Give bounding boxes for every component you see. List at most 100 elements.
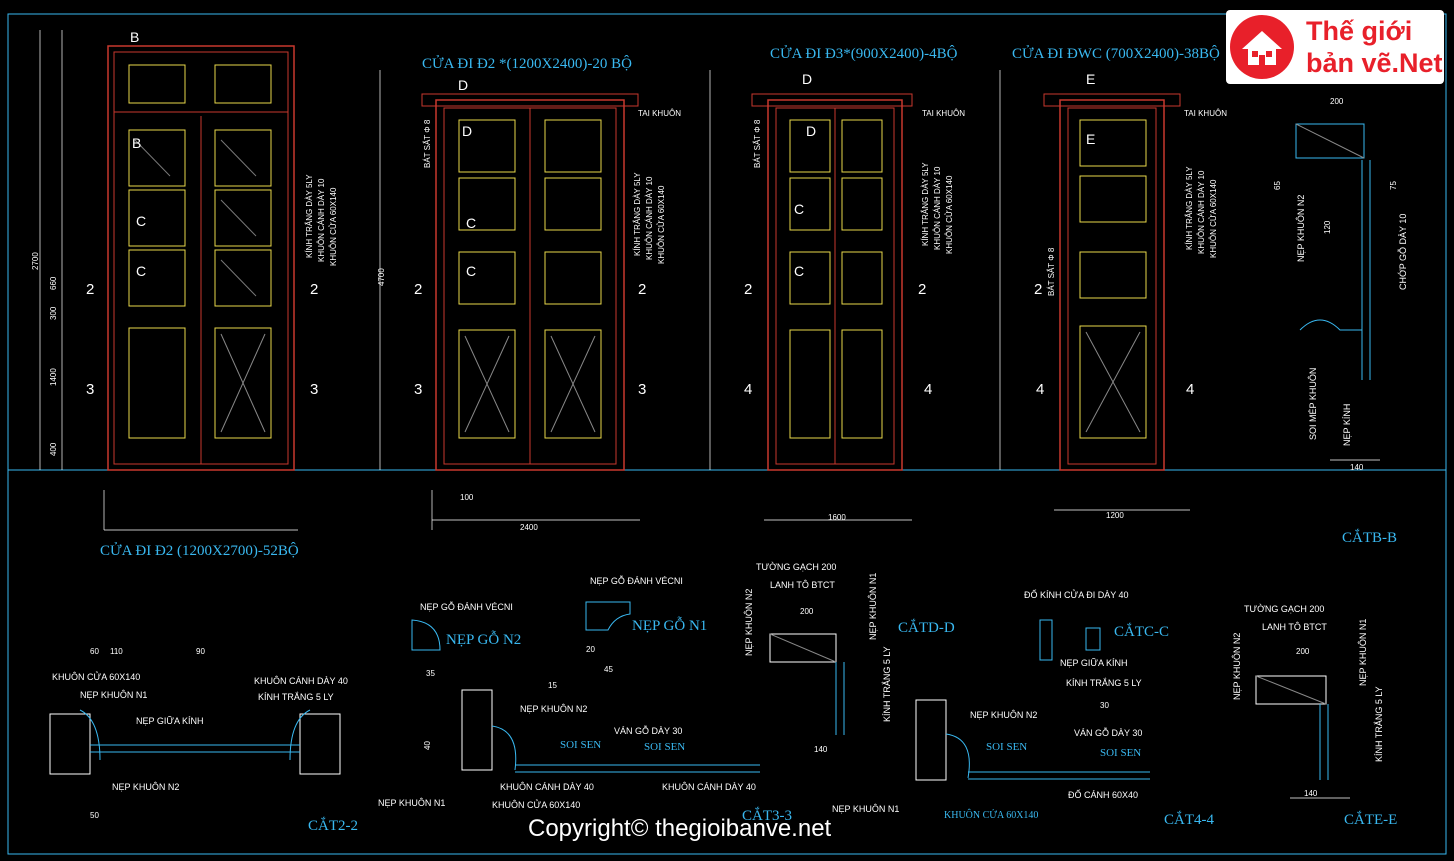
label-do-kinh: ĐỐ KÍNH CỬA ĐI DÀY 40: [1024, 589, 1129, 600]
label-soi-sen: SOI SEN: [1100, 747, 1141, 759]
label-nep-giua-kinh: NẸP GIỮA KÍNH: [1060, 658, 1128, 668]
callout-khuon-cua: KHUÔN CỬA 60X140: [329, 187, 338, 266]
door-tag: C: [466, 215, 476, 231]
label-khuon-cua: KHUÔN CỬA 60X140: [52, 671, 140, 682]
door-d2-2700: [39, 30, 298, 531]
label-khuon-mn: KHUÔN CỬA 60X140: [944, 809, 1038, 821]
door-tag: B: [130, 29, 139, 45]
callout-bat-sat: BÁT SẮT Φ 8: [753, 119, 762, 168]
dim-20: 20: [586, 645, 595, 654]
label-chop-go: CHỚP GỖ DÀY 10: [1397, 214, 1408, 290]
door-tag: C: [466, 263, 476, 279]
door-tag: C: [136, 213, 146, 229]
section-mark: 4: [1036, 381, 1044, 398]
door-tag: D: [462, 123, 472, 139]
label-nep-khuon-n2: NẸP KHUÔN N2: [1232, 633, 1242, 700]
label-cat-33: CẮT3-3: [742, 807, 792, 824]
label-van-go: VÁN GỖ DÀY 30: [614, 725, 682, 736]
label-kinh-trang: KÍNH TRẮNG 5 LY: [1066, 678, 1142, 688]
callout-khuon-canh: KHUÔN CÁNH DÀY 10: [1197, 170, 1206, 254]
title-d2-2400: CỬA ĐI Đ2 *(1200X2400)-20 BỘ: [422, 55, 632, 72]
label-van-go: VÁN GỖ DÀY 30: [1074, 727, 1142, 738]
label-nep-khuon-n1: NẸP KHUÔN N1: [378, 798, 445, 808]
callout-khuon-canh: KHUÔN CÁNH DÀY 10: [317, 178, 326, 262]
section-44: [915, 699, 1150, 781]
dim-200: 200: [800, 607, 814, 616]
callout-bat-sat: BÁT SẮT Φ 8: [1047, 247, 1056, 296]
label-khuon-canh: KHUÔN CÁNH DÀY 40: [254, 676, 348, 686]
logo-text: Thế giới: [1306, 16, 1413, 46]
door-tag: C: [794, 263, 804, 279]
door-tag: D: [458, 77, 468, 93]
section-mark: 4: [744, 381, 752, 398]
dim-30: 30: [1100, 701, 1109, 710]
label-nep-go-n1: NẸP GỖ N1: [632, 616, 707, 634]
label-cat-44: CẮT4-4: [1164, 811, 1214, 828]
section-mark: 2: [414, 281, 422, 298]
callout-khuon-cua: KHUÔN CỬA 60X140: [1209, 179, 1218, 258]
callout-khuon-canh: KHUÔN CÁNH DÀY 10: [645, 176, 654, 260]
label-soi-sen: SOI SEN: [560, 739, 601, 751]
label-nep-khuon-n1: NẸP KHUÔN N1: [832, 804, 899, 814]
door-tag: E: [1086, 71, 1095, 87]
dim-200: 200: [1296, 647, 1310, 656]
callout-kinh-trang: KÍNH TRẮNG DÀY 5LY: [921, 162, 930, 246]
door-d2-2400: [379, 70, 640, 530]
section-bb: [1295, 123, 1380, 461]
door-tag: D: [806, 123, 816, 139]
callout-kinh-trang: KÍNH TRẮNG DÀY 5LY: [305, 174, 314, 258]
section-mark: 2: [1034, 281, 1042, 298]
dim-400: 400: [49, 442, 58, 456]
label-soi-mep-khuon: SOI MÉP KHUÔN: [1308, 368, 1318, 440]
label-nep-khuon-n1: NẸP KHUÔN N1: [80, 690, 147, 700]
dim-660: 660: [49, 276, 58, 290]
section-mark: 3: [310, 381, 318, 398]
dim-200: 200: [1330, 97, 1344, 106]
label-nep-go-vecni: NẸP GỖ ĐÁNH VÉCNI: [590, 575, 683, 586]
door-tag: C: [794, 201, 804, 217]
dim-110: 110: [110, 647, 123, 656]
callout-tai-khuon: TAI KHUÔN: [1184, 109, 1227, 118]
callout-khuon-canh: KHUÔN CÁNH DÀY 10: [933, 166, 942, 250]
dim-140: 140: [1304, 789, 1318, 798]
nep-go-profiles: [411, 601, 631, 651]
label-nep-khuon-n2: NẸP KHUÔN N2: [744, 589, 754, 656]
dim-60: 60: [90, 647, 99, 656]
label-do-canh: ĐỐ CÁNH 60X40: [1068, 789, 1138, 800]
section-dd: [769, 633, 845, 735]
site-logo[interactable]: Thế giới bản vẽ.Net: [1226, 10, 1444, 84]
title-d3: CỬA ĐI Đ3*(900X2400)-4BỘ: [770, 45, 958, 62]
label-tuong-gach: TƯỜNG GẠCH 200: [756, 562, 836, 572]
section-mark: 2: [918, 281, 926, 298]
label-nep-khuon-n2: NẸP KHUÔN N2: [1296, 195, 1306, 262]
dim-45: 45: [604, 665, 613, 674]
dim-width: 1600: [828, 513, 846, 522]
section-mark: 2: [744, 281, 752, 298]
copyright-watermark: Copyright© thegioibanve.net: [528, 815, 832, 842]
drawing-frame: [7, 13, 1447, 855]
label-kinh-trang: KÍNH TRẮNG 5 LY: [882, 646, 892, 722]
callout-khuon-cua: KHUÔN CỬA 60X140: [945, 175, 954, 254]
label-soi-sen: SOI SEN: [986, 741, 1027, 753]
label-nep-khuon-n1: NẸP KHUÔN N1: [1358, 619, 1368, 686]
label-nep-go-vecni: NẸP GỖ ĐÁNH VÉCNI: [420, 601, 513, 612]
label-nep-khuon-n1: NẸP KHUÔN N1: [868, 573, 878, 640]
section-33: [461, 689, 760, 773]
label-cat-dd: CẮTD-D: [898, 619, 955, 636]
door-tag: B: [132, 135, 141, 151]
label-khuon-canh: KHUÔN CÁNH DÀY 40: [662, 782, 756, 792]
label-cat-22: CẮT2-2: [308, 817, 358, 834]
callout-bat-sat: BÁT SẮT Φ 8: [423, 119, 432, 168]
label-nep-giua-kinh: NẸP GIỮA KÍNH: [136, 716, 204, 726]
section-mark: 3: [414, 381, 422, 398]
label-cat-ee: CẮTE-E: [1344, 811, 1397, 828]
label-kinh-trang: KÍNH TRẮNG 5 LY: [258, 692, 334, 702]
label-kinh-trang: KÍNH TRẮNG 5 LY: [1374, 686, 1384, 762]
door-tag: E: [1086, 131, 1095, 147]
label-khuon-cua: KHUÔN CỬA 60X140: [492, 799, 580, 810]
dim-100: 100: [460, 493, 474, 502]
door-d3: [709, 70, 913, 521]
label-tuong-gach: TƯỜNG GẠCH 200: [1244, 604, 1324, 614]
house-icon: [1230, 15, 1294, 79]
title-d2-2700: CỬA ĐI Đ2 (1200X2700)-52BỘ: [100, 542, 299, 559]
